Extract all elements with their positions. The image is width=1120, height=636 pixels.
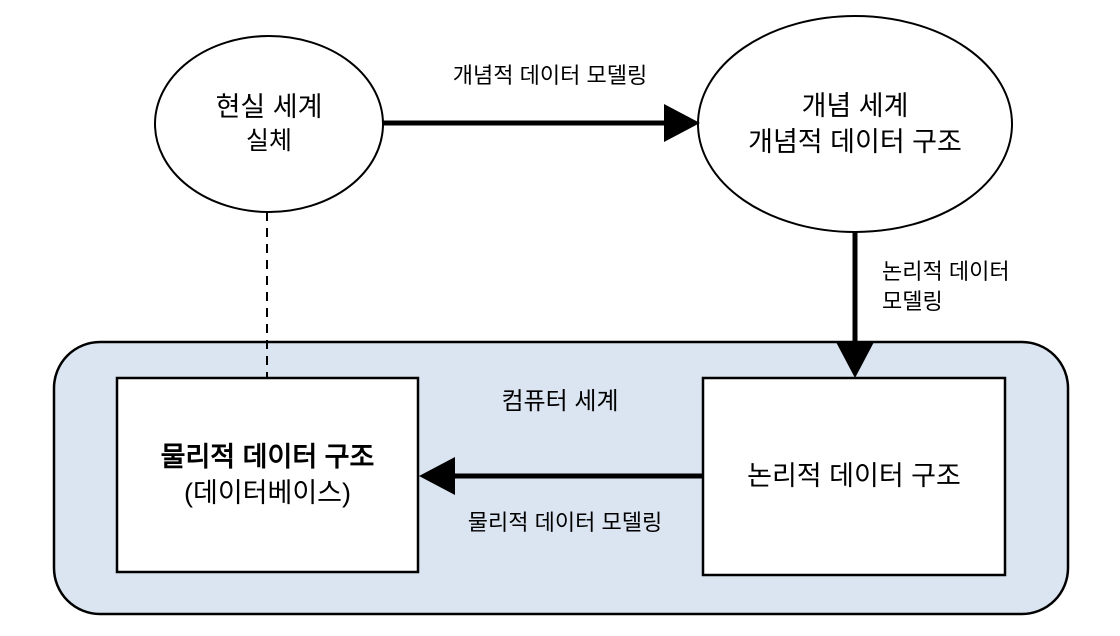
real-world-ellipse: 현실 세계 실체 [155,36,383,212]
concept-world-subtitle: 개념적 데이터 구조 [748,127,962,157]
conceptual-modeling-label: 개념적 데이터 모델링 [452,63,648,89]
physical-structure-box: 물리적 데이터 구조 (데이터베이스) [117,378,418,572]
physical-modeling-label: 물리적 데이터 모델링 [467,510,663,536]
physical-modeling-arrowhead-icon [419,457,455,495]
physical-structure-title: 물리적 데이터 구조 [160,441,375,472]
logical-modeling-label-line2: 모델링 [882,289,943,314]
concept-world-ellipse: 개념 세계 개념적 데이터 구조 [698,16,1012,232]
computer-world-label: 컴퓨터 세계 [501,387,619,415]
physical-structure-subtitle: (데이터베이스) [183,478,352,508]
logical-structure-box-shape [701,376,1007,577]
logical-modeling-label-line1: 논리적 데이터 [882,259,1010,285]
real-world-title: 현실 세계 [215,91,323,122]
conceptual-modeling-arrowhead-icon [664,104,700,142]
real-world-subtitle: 실체 [245,127,292,156]
logical-modeling-label: 논리적 데이터 모델링 [882,256,1082,318]
physical-structure-box-shape [115,376,420,574]
logical-structure-box: 논리적 데이터 구조 [747,461,961,492]
concept-world-title: 개념 세계 [801,90,909,121]
logical-modeling-arrowhead-icon [836,342,874,378]
